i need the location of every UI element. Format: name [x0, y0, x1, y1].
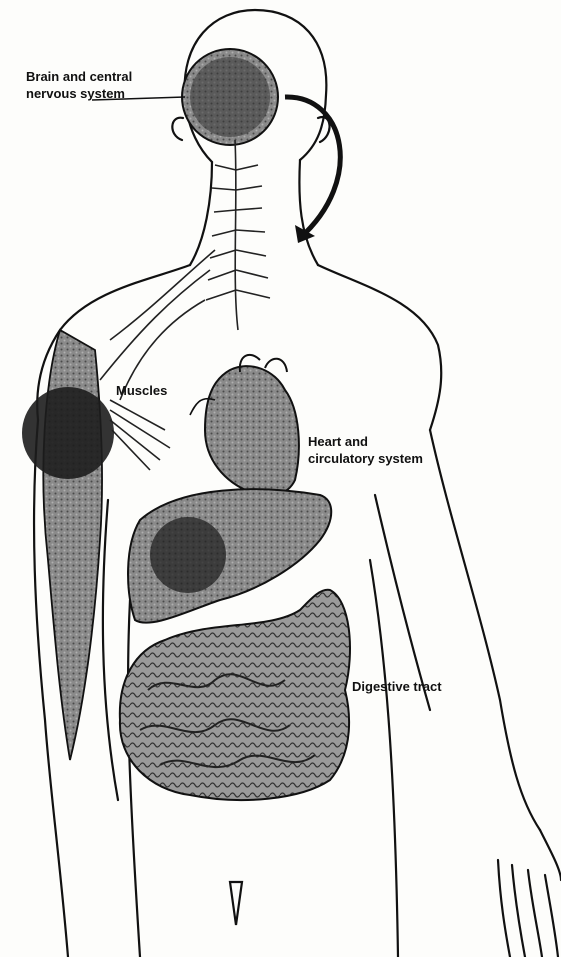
label-brain-line2: nervous system — [26, 85, 132, 102]
heart-shape — [205, 366, 299, 496]
label-heart-line2: circulatory system — [308, 450, 423, 467]
label-muscles: Muscles — [116, 382, 167, 399]
muscle-highlight-circle — [22, 387, 114, 479]
label-brain-line1: Brain and central — [26, 68, 132, 85]
body-outline — [34, 10, 561, 957]
label-brain: Brain and central nervous system — [26, 68, 132, 102]
label-heart: Heart and circulatory system — [308, 433, 423, 467]
curved-arrow — [285, 97, 340, 238]
label-heart-line1: Heart and — [308, 433, 423, 450]
label-digestive-tract: Digestive tract — [352, 678, 442, 695]
